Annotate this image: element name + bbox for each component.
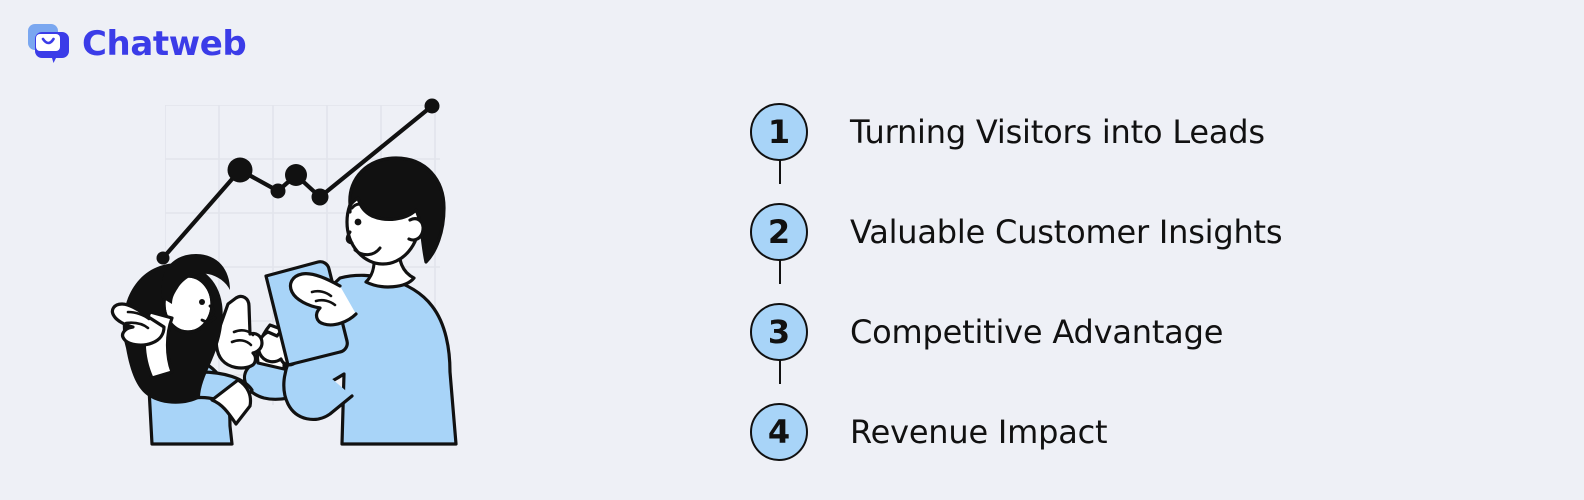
step-number-badge: 2: [750, 203, 808, 261]
step-label: Competitive Advantage: [850, 313, 1224, 351]
step-connector-line: [779, 240, 781, 284]
person-woman: [110, 254, 264, 446]
person-man: [242, 156, 458, 446]
chart-point: [424, 98, 440, 114]
chat-bubble-smile-icon: [26, 22, 70, 66]
step-connector-line: [779, 340, 781, 384]
list-item[interactable]: 3 Competitive Advantage: [750, 282, 1470, 384]
step-label: Valuable Customer Insights: [850, 213, 1283, 251]
list-item[interactable]: 4 Revenue Impact: [750, 382, 1470, 482]
step-label: Revenue Impact: [850, 413, 1108, 451]
step-number-badge: 3: [750, 303, 808, 361]
brand-logo[interactable]: Chatweb: [26, 22, 247, 66]
chart-point: [270, 183, 286, 199]
list-item[interactable]: 2 Valuable Customer Insights: [750, 182, 1470, 284]
chart-point: [156, 251, 170, 265]
brand-name: Chatweb: [82, 24, 247, 64]
step-number-badge: 1: [750, 103, 808, 161]
chart-point: [311, 188, 329, 206]
chart-line-series: [156, 98, 440, 265]
chart-point: [285, 164, 307, 186]
step-connector-line: [779, 140, 781, 184]
list-item[interactable]: 1 Turning Visitors into Leads: [750, 82, 1470, 184]
hero-illustration: [40, 80, 510, 460]
step-number-badge: 4: [750, 403, 808, 461]
chart-point: [227, 157, 253, 183]
benefits-step-list: 1 Turning Visitors into Leads 2 Valuable…: [750, 82, 1470, 482]
step-label: Turning Visitors into Leads: [850, 113, 1265, 151]
